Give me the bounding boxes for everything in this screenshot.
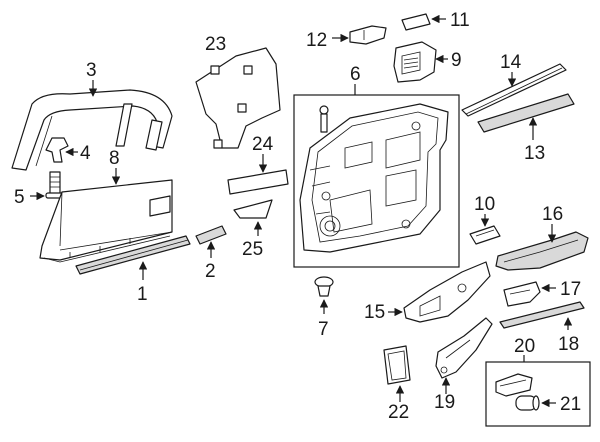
part-19-lower-trim [435, 317, 493, 379]
callout-21: 21 [560, 394, 581, 415]
part-1-lower-strip [75, 235, 191, 275]
part-3-window-frame-trim [11, 89, 173, 171]
callout-20: 20 [514, 336, 535, 357]
callout-25: 25 [242, 239, 263, 260]
part-25-bracket [233, 199, 273, 219]
part-18-seal-strip [499, 301, 585, 329]
callout-16: 16 [542, 204, 563, 225]
part-13-lower-molding [477, 93, 575, 133]
callout-4: 4 [80, 143, 91, 164]
callout-7: 7 [318, 319, 329, 340]
part-9-latch-bracket [393, 41, 437, 83]
callout-3: 3 [86, 60, 97, 81]
callout-23: 23 [205, 34, 226, 55]
part-15-upper-trim [403, 261, 491, 323]
part-6-clip [319, 105, 329, 133]
part-20-box [485, 361, 591, 427]
callout-8: 8 [109, 148, 120, 169]
part-6-box [293, 94, 460, 268]
callout-10: 10 [474, 194, 495, 215]
part-6-door-panel [299, 103, 449, 253]
part-2-small-trim [195, 225, 227, 245]
part-24-panel [227, 169, 289, 195]
callout-15: 15 [364, 302, 385, 323]
part-20-housing [495, 373, 533, 397]
callout-14: 14 [500, 52, 522, 73]
callout-22: 22 [388, 402, 409, 423]
part-7-push-clip [314, 276, 334, 297]
callout-9: 9 [451, 50, 462, 71]
part-4-clip [45, 137, 69, 163]
callout-12: 12 [306, 30, 327, 51]
callout-13: 13 [524, 143, 545, 164]
callout-11: 11 [450, 10, 470, 31]
part-21-cap [515, 395, 540, 411]
part-17-switch-bezel [503, 281, 541, 307]
part-11-bracket [401, 13, 431, 31]
part-14-upper-molding [461, 63, 567, 117]
part-16-armrest [495, 231, 589, 271]
callout-6: 6 [350, 64, 361, 85]
callout-18: 18 [558, 334, 579, 355]
callout-1: 1 [137, 284, 148, 305]
part-22-cover [383, 345, 411, 385]
part-10-handle-bezel [469, 225, 501, 245]
callout-24: 24 [252, 134, 274, 155]
callout-5: 5 [14, 187, 25, 208]
callout-2: 2 [205, 261, 216, 282]
part-12-bracket [349, 25, 387, 45]
callout-19: 19 [434, 392, 455, 413]
part-23-insulation-pad [195, 47, 281, 149]
part-8-window-panel [39, 179, 173, 263]
callout-17: 17 [560, 279, 581, 300]
